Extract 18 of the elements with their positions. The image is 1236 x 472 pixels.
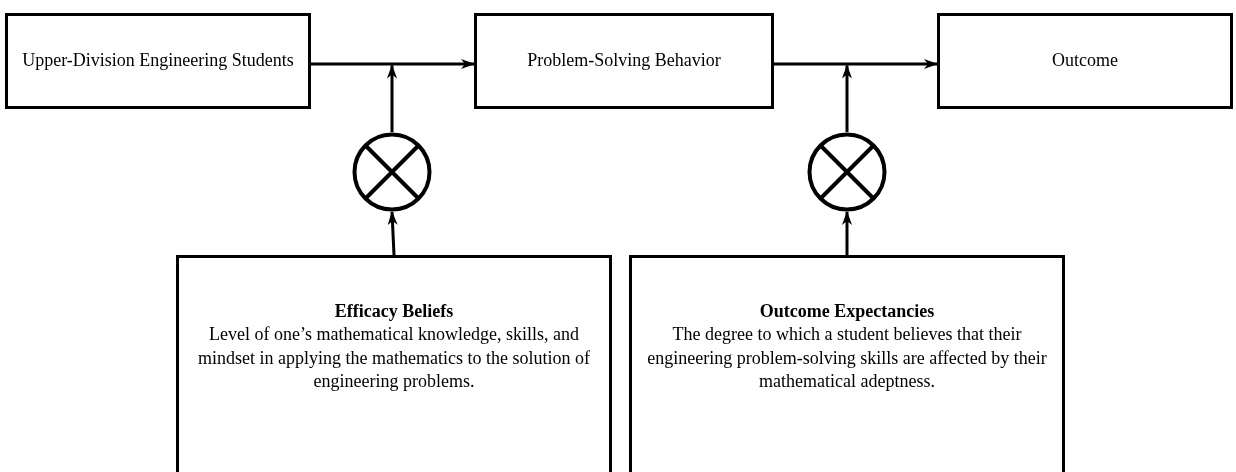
arrow <box>387 64 397 132</box>
arrow <box>774 59 938 69</box>
arrow <box>842 211 852 255</box>
box-description: The degree to which a student believes that their engineering problem-solving skills are affected by their mathematical adeptness. <box>646 323 1048 394</box>
arrow <box>842 64 852 132</box>
process-box <box>937 13 1233 109</box>
box-label: Problem-Solving Behavior <box>527 50 721 72</box>
box-label: Outcome <box>1052 50 1118 72</box>
process-box <box>474 13 774 109</box>
arrow <box>311 59 475 69</box>
box-label: Upper-Division Engineering Students <box>22 50 294 72</box>
box-heading: Efficacy Beliefs <box>334 300 454 323</box>
construct-box <box>176 255 612 472</box>
process-box <box>5 13 311 109</box>
construct-box <box>629 255 1065 472</box>
box-heading: Outcome Expectancies <box>759 300 935 323</box>
box-description: Level of one’s mathematical knowledge, skills, and mindset in applying the mathematics to the solution of engineering problems. <box>197 323 591 394</box>
arrow <box>387 211 398 256</box>
